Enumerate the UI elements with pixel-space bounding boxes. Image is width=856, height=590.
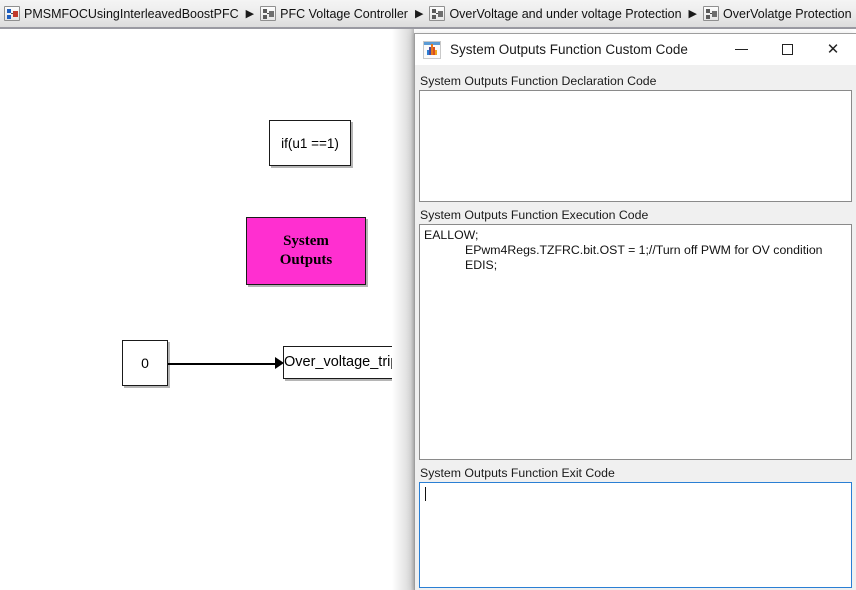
simulink-subsystem-icon [429,6,446,21]
simulink-subsystem-icon [260,6,277,21]
exit-code-input[interactable] [419,482,852,588]
breadcrumb-separator-icon[interactable] [689,6,697,22]
breadcrumb: PMSMFOCUsingInterleavedBoostPFC PFC Volt… [0,0,856,29]
constant-block-value: 0 [141,355,149,371]
maximize-button[interactable] [764,34,810,65]
simulink-model-icon [4,6,20,21]
breadcrumb-label: PFC Voltage Controller [280,6,408,21]
breadcrumb-separator-icon[interactable] [246,6,254,22]
declaration-code-input[interactable] [419,90,852,202]
close-icon: ✕ [826,41,840,58]
system-outputs-block-label-line2: Outputs [279,252,333,268]
declaration-code-text [420,91,851,94]
text-caret [425,487,426,501]
if-block[interactable]: if(u1 ==1) [269,120,351,166]
execution-code-text: EALLOW; EPwm4Regs.TZFRC.bit.OST = 1;//Tu… [424,228,823,272]
dialog-body: System Outputs Function Declaration Code… [415,65,856,590]
maximize-icon [781,44,793,55]
signal-arrow-icon [275,357,284,369]
execution-code-input[interactable]: EALLOW; EPwm4Regs.TZFRC.bit.OST = 1;//Tu… [419,224,852,460]
exit-code-label: System Outputs Function Exit Code [420,466,615,480]
minimize-button[interactable] [718,34,764,65]
breadcrumb-label: OverVoltage and under voltage Protection [449,6,682,21]
canvas-edge-shadow [392,29,414,590]
signal-line [168,363,277,365]
breadcrumb-item-overvoltage-protection[interactable]: OverVolatge Protection [702,1,853,27]
custom-code-dialog: System Outputs Function Custom Code ✕ Sy… [414,33,856,590]
execution-code-label: System Outputs Function Execution Code [420,208,649,222]
goto-block-label: Over_voltage_trip [284,354,399,370]
simulink-subsystem-icon [703,6,720,21]
breadcrumb-separator-icon[interactable] [415,6,423,22]
dialog-title: System Outputs Function Custom Code [450,41,688,57]
breadcrumb-label: OverVolatge Protection [723,6,852,21]
if-block-label: if(u1 ==1) [281,135,339,151]
breadcrumb-item-pfc-voltage-controller[interactable]: PFC Voltage Controller [259,1,409,27]
matlab-icon [423,40,441,59]
constant-block[interactable]: 0 [122,340,168,386]
goto-block[interactable]: Over_voltage_trip [283,346,398,379]
minimize-icon [734,48,748,51]
dialog-titlebar[interactable]: System Outputs Function Custom Code ✕ [415,34,856,66]
declaration-code-label: System Outputs Function Declaration Code [420,74,657,88]
exit-code-text [420,483,851,486]
breadcrumb-item-model[interactable]: PMSMFOCUsingInterleavedBoostPFC [3,1,240,27]
system-outputs-block[interactable]: System Outputs [246,217,366,285]
breadcrumb-label: PMSMFOCUsingInterleavedBoostPFC [24,6,239,21]
breadcrumb-item-overvoltage-undervoltage-protection[interactable]: OverVoltage and under voltage Protection [428,1,682,27]
close-button[interactable]: ✕ [810,34,856,65]
system-outputs-block-label-line1: System [283,233,329,249]
